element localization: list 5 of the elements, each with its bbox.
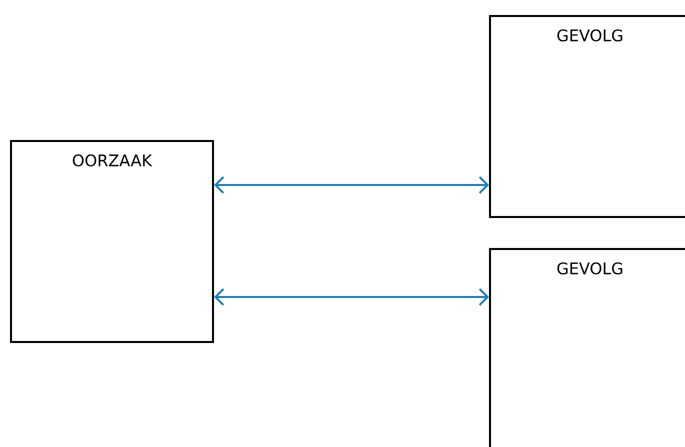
arrow	[214, 176, 489, 194]
box: GEVOLG	[489, 15, 685, 218]
box: GEVOLG	[489, 248, 685, 447]
box: OORZAAK	[10, 140, 214, 343]
arrow	[214, 288, 489, 306]
